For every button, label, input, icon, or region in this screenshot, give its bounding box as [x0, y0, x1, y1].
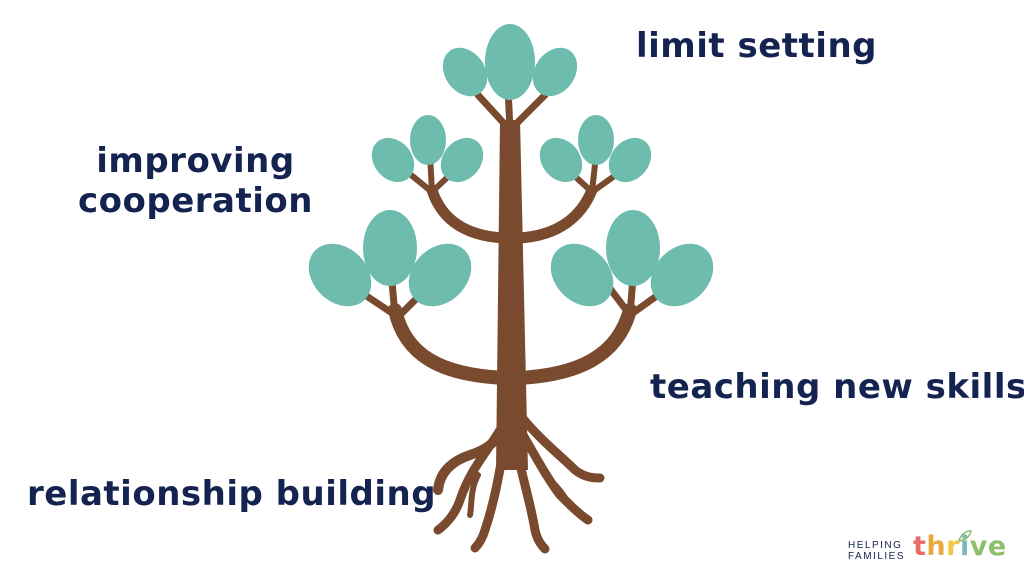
leaf-icon — [532, 47, 578, 97]
logo-letter: e — [987, 531, 1007, 562]
leaf-icon — [550, 243, 614, 307]
leaf-icon — [371, 137, 415, 183]
logo-word-thrive: thrive — [913, 532, 1007, 562]
leaf-icon — [578, 115, 614, 165]
logo-line-helping: HELPING — [848, 540, 903, 551]
leaf-icon — [608, 137, 652, 183]
leaf-icon — [363, 210, 417, 286]
leaf-icon — [485, 24, 535, 100]
label-relationship-building: relationship building — [27, 474, 437, 514]
leaf-icon — [442, 47, 488, 97]
label-improving-cooperation: improving cooperation — [78, 141, 313, 221]
brand-logo: HELPING FAMILIES thrive — [848, 530, 1008, 566]
tree-leaves — [308, 24, 714, 307]
leaf-icon — [440, 137, 484, 183]
logo-letter: t — [913, 531, 927, 562]
leaf-icon — [539, 137, 583, 183]
leaf-icon — [650, 243, 714, 307]
label-improving-line2: cooperation — [78, 181, 313, 221]
leaf-icon — [606, 210, 660, 286]
leaf-icon — [958, 530, 972, 542]
logo-letter: i — [959, 531, 970, 562]
logo-letter: h — [926, 531, 947, 562]
label-teaching-new-skills: teaching new skills — [650, 367, 1024, 407]
leaf-icon — [308, 243, 372, 307]
logo-letter: v — [969, 531, 988, 562]
label-limit-setting: limit setting — [636, 26, 877, 66]
logo-letter: r — [946, 531, 960, 562]
leaf-icon — [408, 243, 472, 307]
tree-trunk — [496, 120, 528, 470]
logo-line-families: FAMILIES — [848, 551, 906, 562]
leaf-icon — [410, 115, 446, 165]
label-improving-line1: improving — [96, 141, 295, 181]
